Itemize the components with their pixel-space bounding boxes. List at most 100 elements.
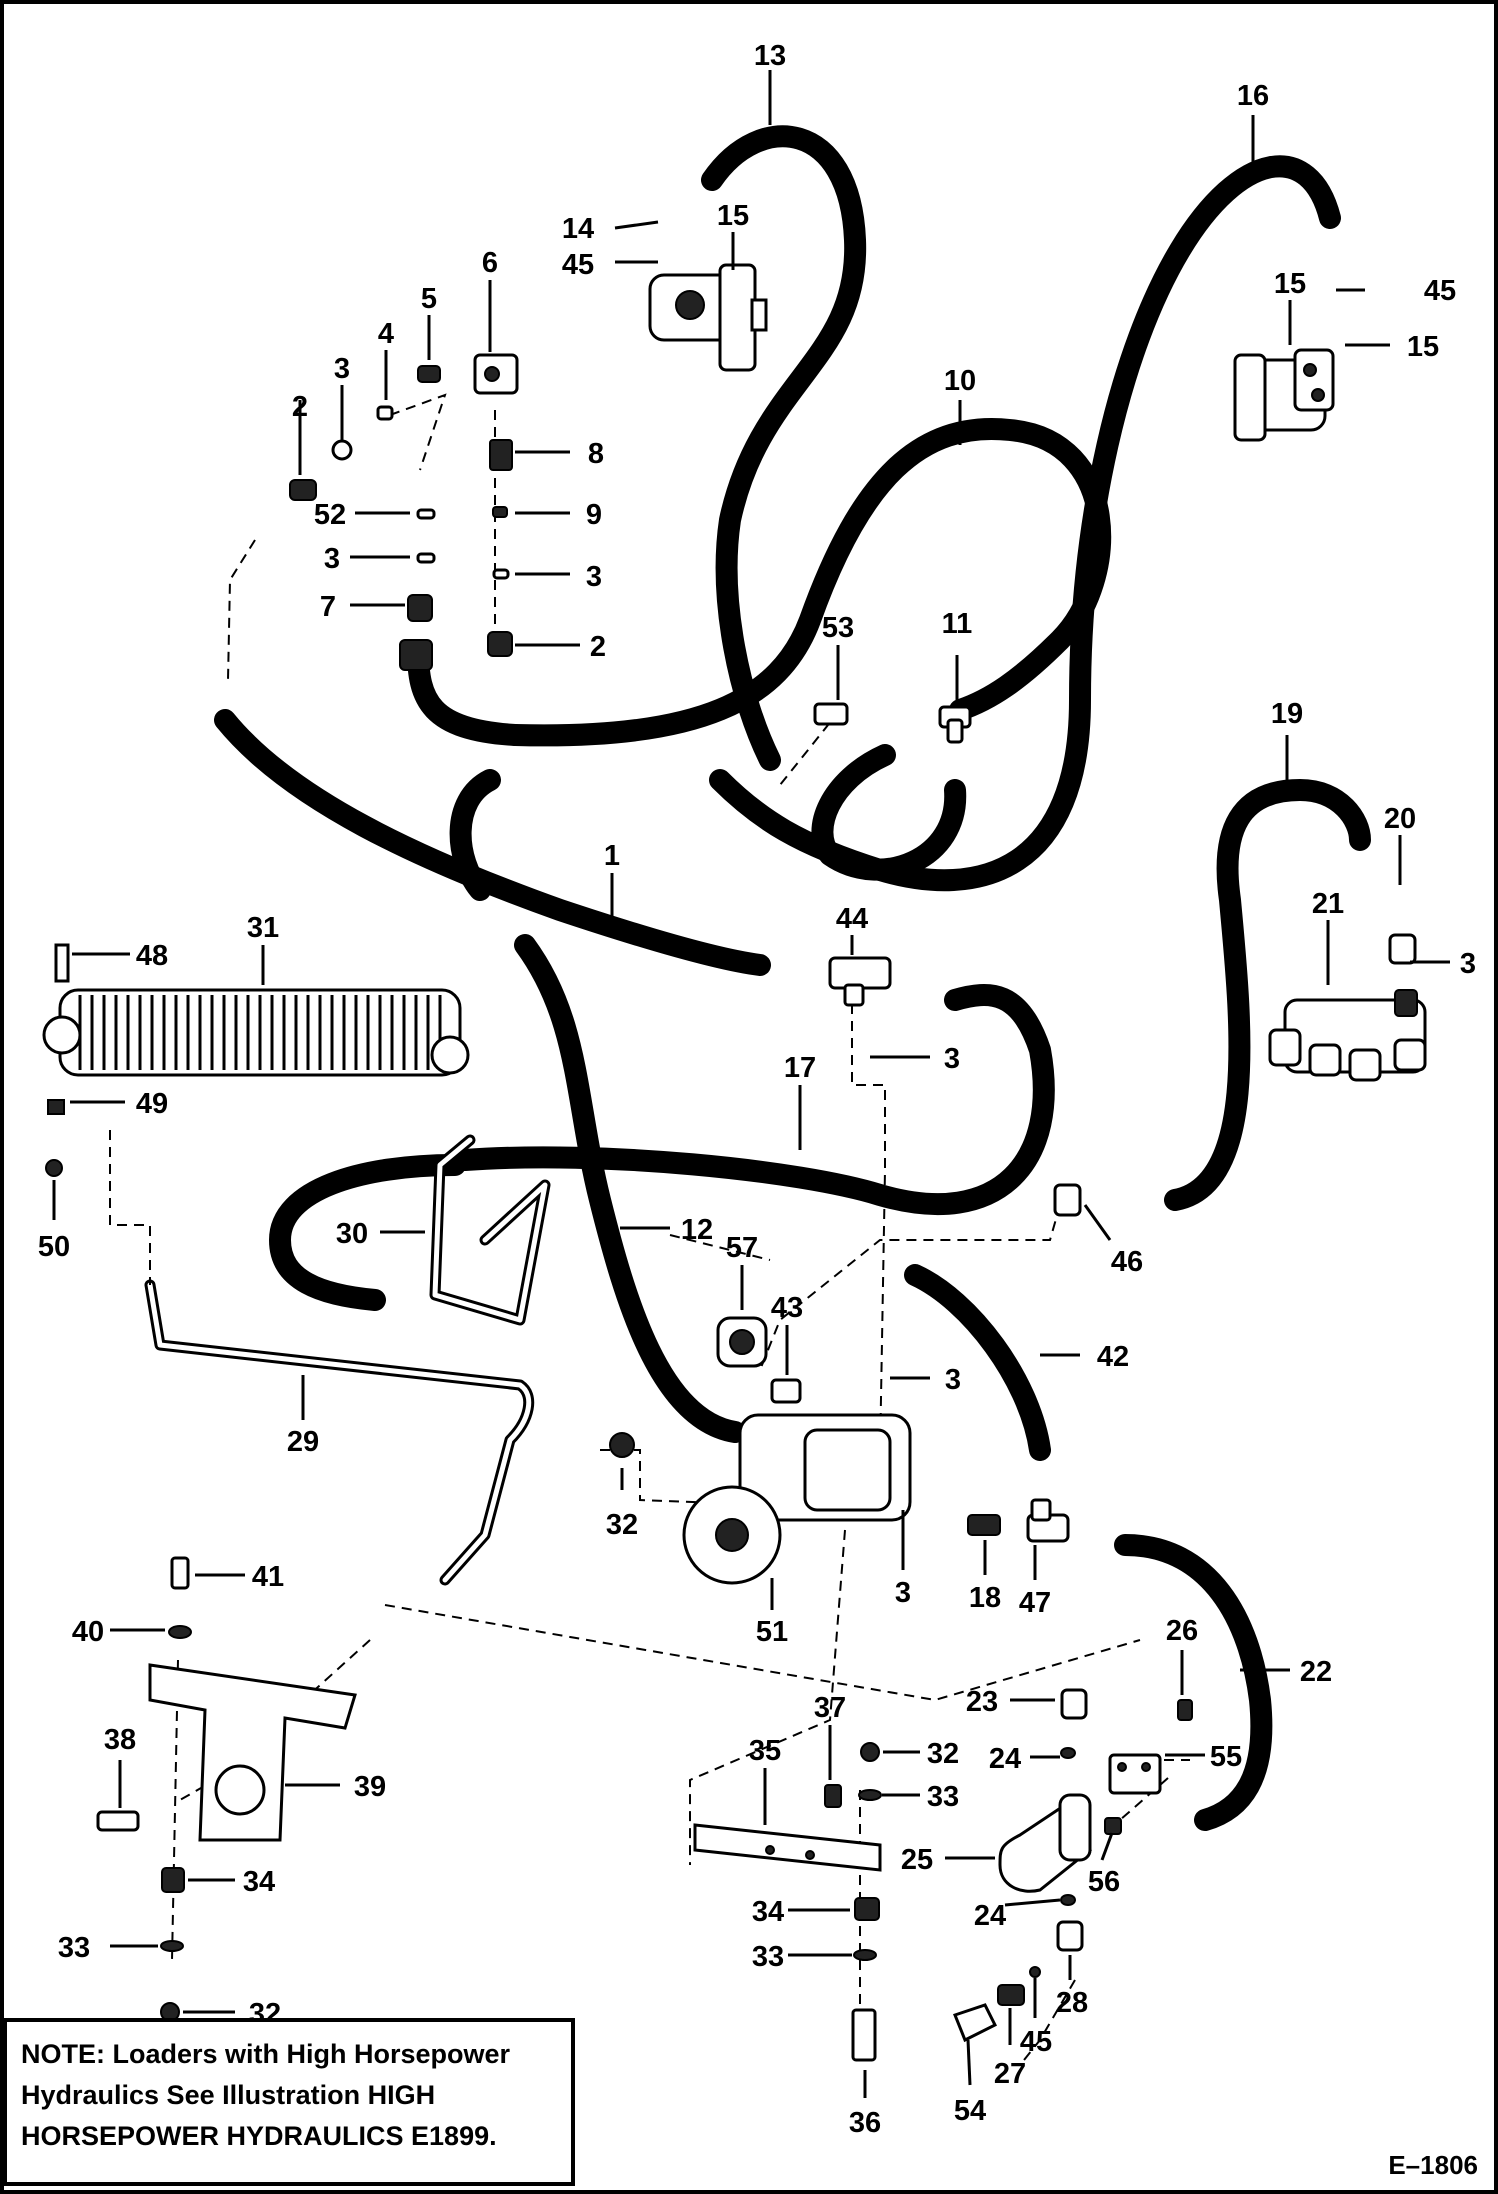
adapter-18 (967, 1514, 1001, 1536)
drive-motor-left (648, 263, 768, 372)
callout-14: 14 (562, 213, 594, 245)
leader-lines (52, 70, 1450, 2098)
callout-28: 28 (1056, 1987, 1088, 2019)
callout-52: 52 (314, 499, 346, 531)
relief-block-6 (473, 353, 519, 395)
hose-clip-53 (813, 702, 849, 726)
callout-38: 38 (104, 1724, 136, 1756)
callout-33-center-top: 33 (927, 1781, 959, 1813)
callout-3-a: 4 (378, 318, 394, 350)
callout-22: 22 (1300, 1656, 1332, 1688)
hose-10 (504, 418, 1112, 747)
o-ring-24-bottom (1060, 1894, 1076, 1906)
nut-34-center (854, 1897, 880, 1921)
callout-25: 25 (901, 1844, 933, 1876)
callout-49: 49 (136, 1088, 168, 1120)
callout-29: 29 (287, 1426, 319, 1458)
nut-50 (45, 1159, 63, 1177)
callout-46: 46 (1111, 1246, 1143, 1278)
note-line: NOTE: Loaders with High Horsepower (21, 2039, 511, 2069)
callout-3-f: 3 (945, 1364, 961, 1396)
tee-fitting-47 (1026, 1498, 1070, 1543)
callout-19: 19 (1271, 698, 1303, 730)
oil-cooler-31 (42, 988, 470, 1077)
hose-42 (904, 1264, 1051, 1461)
o-ring-24-top (1060, 1747, 1076, 1759)
callout-15-right: 15 (1407, 331, 1439, 363)
note-box: NOTE: Loaders with High Horsepower Hydra… (3, 2018, 575, 2186)
callout-26: 26 (1166, 1615, 1198, 1647)
elbow-23 (1060, 1688, 1088, 1720)
hose-12 (514, 934, 746, 1443)
callout-23: 23 (966, 1686, 998, 1718)
callout-3-b: 3 (324, 543, 340, 575)
callout-4: 3 (334, 353, 350, 385)
o-ring-45-bottom (1029, 1966, 1041, 1978)
callout-17: 17 (784, 1052, 816, 1084)
nut-32-pump (609, 1432, 635, 1458)
note-line: HORSEPOWER HYDRAULICS E1899. (21, 2121, 497, 2151)
callout-50: 50 (38, 1231, 70, 1263)
washer-33-center (853, 1949, 877, 1961)
callout-2-a: 2 (292, 391, 308, 423)
callout-34-center: 34 (752, 1896, 784, 1928)
callout-10: 10 (944, 365, 976, 397)
bolt-38 (96, 1810, 140, 1832)
callout-11: 11 (942, 608, 973, 640)
bolt-37 (824, 1784, 842, 1808)
hoses (214, 125, 1371, 1831)
callout-1: 1 (604, 840, 620, 872)
mount-bracket-39 (148, 1663, 357, 1842)
callout-13: 13 (754, 40, 786, 72)
fittings-stack (289, 365, 513, 671)
nut-32-center (860, 1742, 880, 1762)
callout-54: 54 (954, 2095, 986, 2127)
bolt-48 (54, 943, 70, 983)
callout-6: 6 (482, 247, 498, 279)
callout-31: 31 (247, 912, 279, 944)
callout-labels: 13 16 14 15 45 15 45 15 6 5 4 3 2 8 52 9… (38, 40, 1476, 2139)
callout-3-g: 3 (895, 1577, 911, 1609)
bracket-35 (693, 1823, 882, 1872)
screw-26 (1177, 1699, 1193, 1721)
callout-37: 37 (814, 1692, 846, 1724)
callout-18: 18 (969, 1582, 1001, 1614)
callout-40: 40 (72, 1616, 104, 1648)
callout-45-bottom: 45 (1020, 2026, 1052, 2058)
callout-34-left: 34 (243, 1866, 275, 1898)
tee-fitting-44 (828, 956, 892, 1007)
hose-1 (214, 709, 771, 976)
bolt-36 (851, 2008, 877, 2062)
mounting-plate-55 (1108, 1753, 1162, 1795)
components (42, 263, 1427, 2062)
callout-3-e: 3 (944, 1043, 960, 1075)
note-line: Hydraulics See Illustration HIGH (21, 2080, 436, 2110)
hose-22 (1114, 1534, 1273, 1831)
callout-20: 20 (1384, 803, 1416, 835)
hydrostatic-pump-51 (682, 1413, 912, 1585)
callout-55: 55 (1210, 1741, 1242, 1773)
callout-42: 42 (1097, 1341, 1129, 1373)
hose-19 (1164, 779, 1371, 1211)
callout-35: 35 (749, 1735, 781, 1767)
clip-49 (47, 1099, 65, 1115)
tubes (144, 1134, 551, 1586)
callout-9: 9 (586, 499, 602, 531)
callout-8: 8 (588, 438, 604, 470)
control-valve-21 (1268, 989, 1427, 1082)
hose-17 (454, 984, 1055, 1215)
figure-id: E–1806 (1388, 2150, 1478, 2180)
callout-12: 12 (681, 1214, 713, 1246)
callout-36: 36 (849, 2107, 881, 2139)
callout-3-c: 3 (586, 561, 602, 593)
callout-56: 56 (1088, 1866, 1120, 1898)
callout-32-pump: 32 (606, 1509, 638, 1541)
callout-30: 30 (336, 1218, 368, 1250)
callout-33-center: 33 (752, 1941, 784, 1973)
callout-47: 47 (1019, 1587, 1051, 1619)
washer-33-center-top (858, 1789, 882, 1801)
washer-40 (168, 1625, 192, 1639)
hose-30-loop (269, 1154, 466, 1311)
callout-3-d: 3 (1460, 948, 1476, 980)
callout-21: 21 (1312, 888, 1344, 920)
